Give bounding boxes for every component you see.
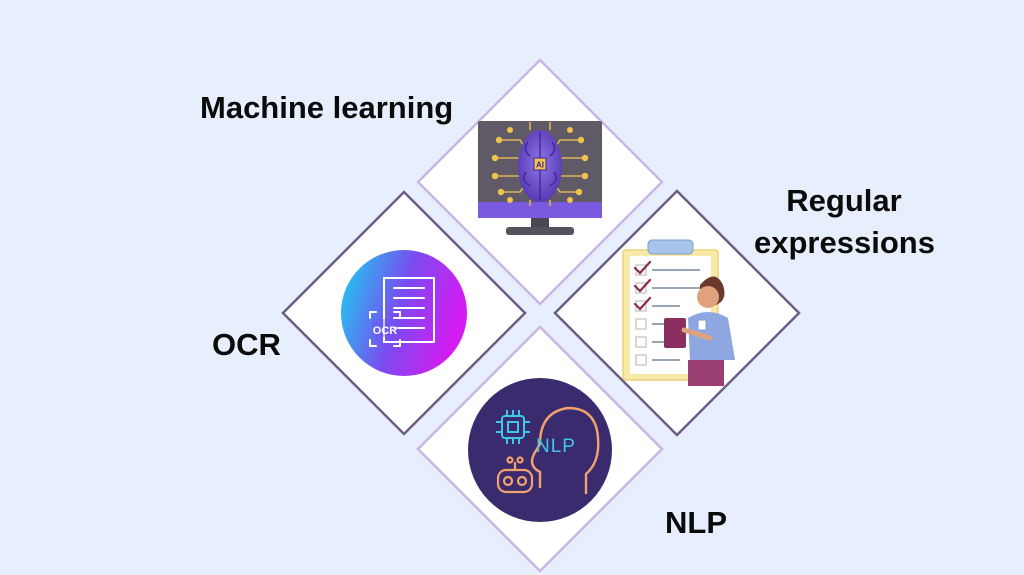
nlp-icon-text: NLP	[536, 436, 576, 457]
ocr-document-scan-icon: OCR	[341, 250, 467, 376]
label-ocr: OCR	[212, 327, 281, 362]
tile-nlp: NLP	[416, 325, 664, 573]
svg-text:AI: AI	[536, 161, 544, 170]
tile-regular-expressions	[553, 189, 801, 437]
ai-brain-monitor-icon: AI	[478, 121, 602, 235]
ocr-icon-text: OCR	[373, 325, 398, 337]
label-regular-expressions-line-1: Regular	[786, 183, 902, 218]
checklist-person-icon	[622, 239, 735, 386]
nlp-head-robot-icon: NLP	[468, 378, 612, 522]
label-regular-expressions-line-2: expressions	[754, 225, 935, 260]
label-regular-expressions: Regular expressions	[754, 180, 935, 264]
label-nlp: NLP	[665, 505, 727, 540]
label-machine-learning: Machine learning	[200, 90, 454, 125]
tile-ocr: OCR	[281, 190, 527, 436]
tile-machine-learning: AI	[416, 58, 664, 306]
